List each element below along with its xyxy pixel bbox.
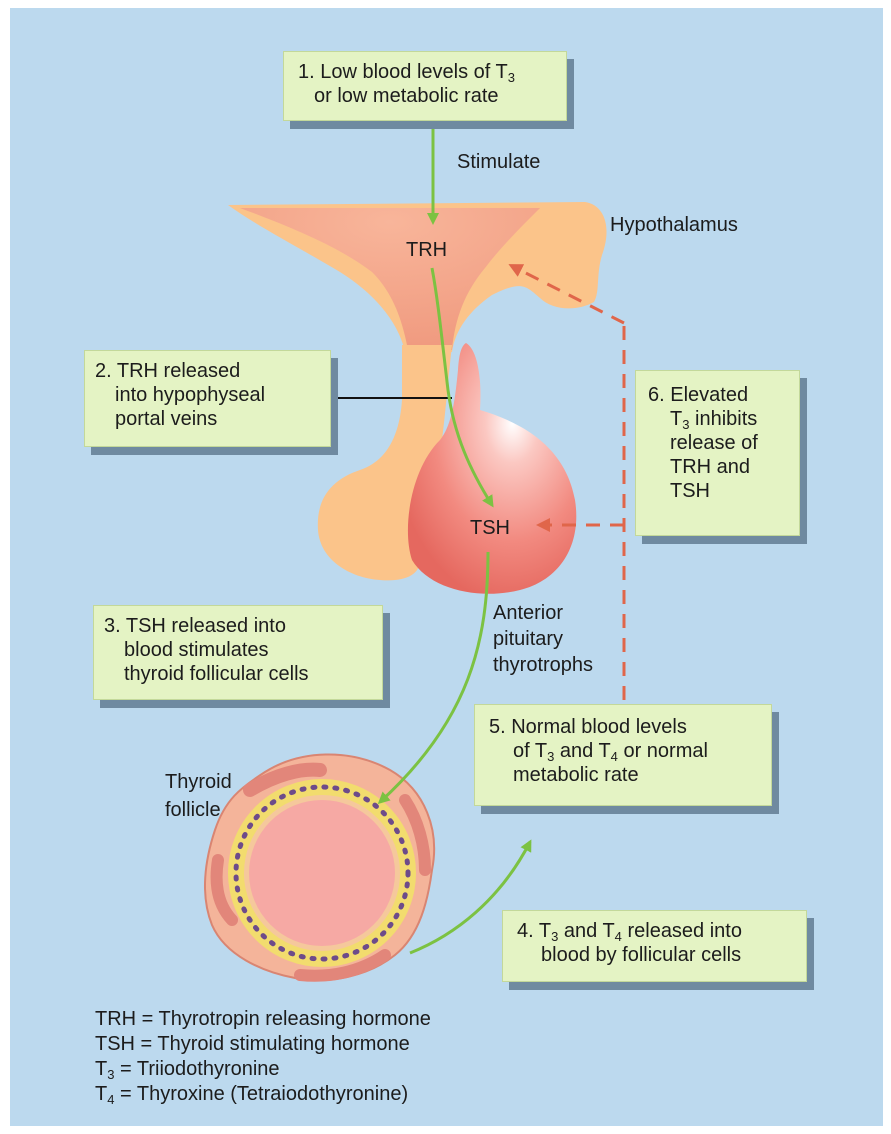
legend: TRH = Thyrotropin releasing hormone TSH … — [95, 1007, 431, 1107]
legend-t4: T4 = Thyroxine (Tetraiodothyronine) — [95, 1082, 431, 1107]
stimulate-label: Stimulate — [457, 150, 540, 174]
step-4-box: 4. T3 and T4 released into blood by foll… — [502, 910, 807, 982]
anterior-pituitary-label: Anterior pituitary thyrotrophs — [493, 600, 593, 678]
thyroid-follicle-label: Thyroid follicle — [165, 768, 232, 824]
legend-tsh: TSH = Thyroid stimulating hormone — [95, 1032, 431, 1057]
legend-t3: T3 = Triiodothyronine — [95, 1057, 431, 1082]
step-5-box: 5. Normal blood levels of T3 and T4 or n… — [474, 704, 772, 806]
hypothalamus-shape — [228, 202, 607, 352]
step-1-box: 1. Low blood levels of T3 or low metabol… — [283, 51, 567, 121]
legend-trh: TRH = Thyrotropin releasing hormone — [95, 1007, 431, 1032]
step-2-box: 2. TRH released into hypophyseal portal … — [84, 350, 331, 447]
step-3-box: 3. TSH released into blood stimulates th… — [93, 605, 383, 700]
tsh-label: TSH — [470, 516, 510, 540]
step-6-box: 6. Elevated T3 inhibits release of TRH a… — [635, 370, 800, 536]
thyroid-follicle-shape — [205, 754, 434, 980]
hypothalamus-label: Hypothalamus — [610, 213, 738, 237]
trh-label: TRH — [406, 238, 447, 262]
